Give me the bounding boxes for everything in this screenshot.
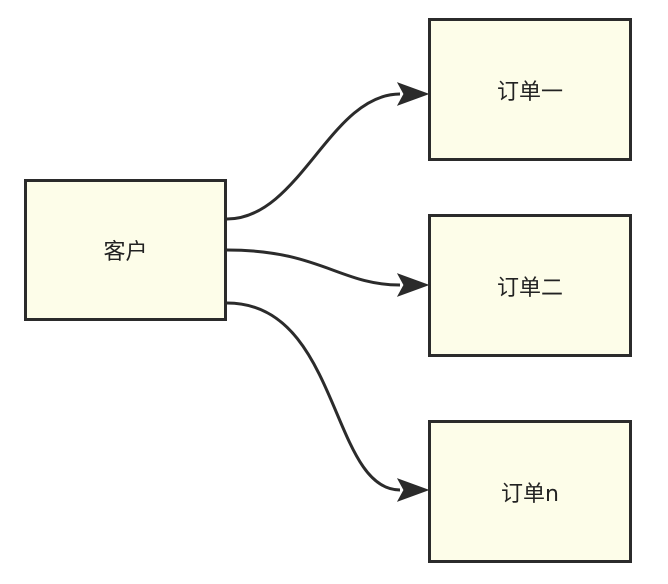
edge-customer-to-order-1 xyxy=(226,92,401,221)
arrowhead-order-1 xyxy=(396,82,430,106)
node-customer-label: 客户 xyxy=(103,240,148,265)
edge-customer-to-order-2 xyxy=(226,248,401,287)
node-order-1-label: 订单一 xyxy=(496,79,563,105)
node-order-1[interactable]: 订单一 xyxy=(428,18,632,161)
node-order-n-label: 订单n xyxy=(501,481,559,507)
node-order-2-label: 订单二 xyxy=(496,275,563,301)
node-customer[interactable]: 客户 xyxy=(24,179,227,321)
arrowhead-order-n xyxy=(396,478,430,502)
node-order-2[interactable]: 订单二 xyxy=(428,214,632,357)
node-order-n[interactable]: 订单n xyxy=(428,420,632,563)
arrowhead-order-2 xyxy=(396,273,430,297)
edge-customer-to-order-n xyxy=(226,301,401,492)
